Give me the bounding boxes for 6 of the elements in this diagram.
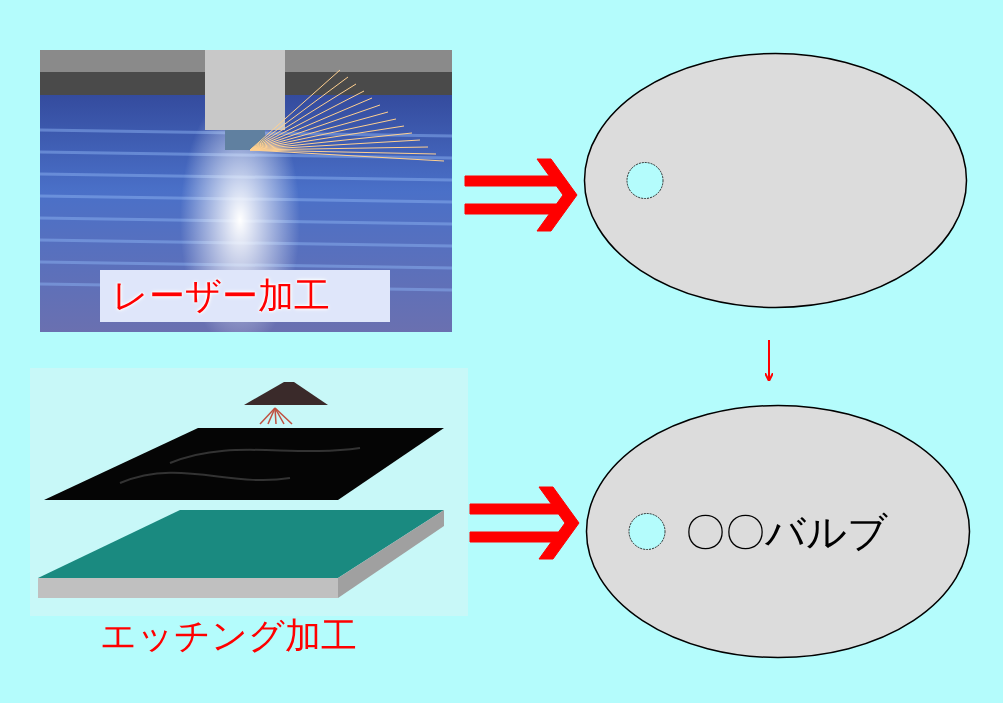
process-label: レーザー加工 xyxy=(112,278,330,314)
arrow xyxy=(469,486,580,560)
arrow xyxy=(764,339,774,382)
engraved-text: 〇〇バルブ xyxy=(685,512,888,552)
arrow xyxy=(464,158,578,232)
process-label: エッチング加工 xyxy=(100,618,357,654)
